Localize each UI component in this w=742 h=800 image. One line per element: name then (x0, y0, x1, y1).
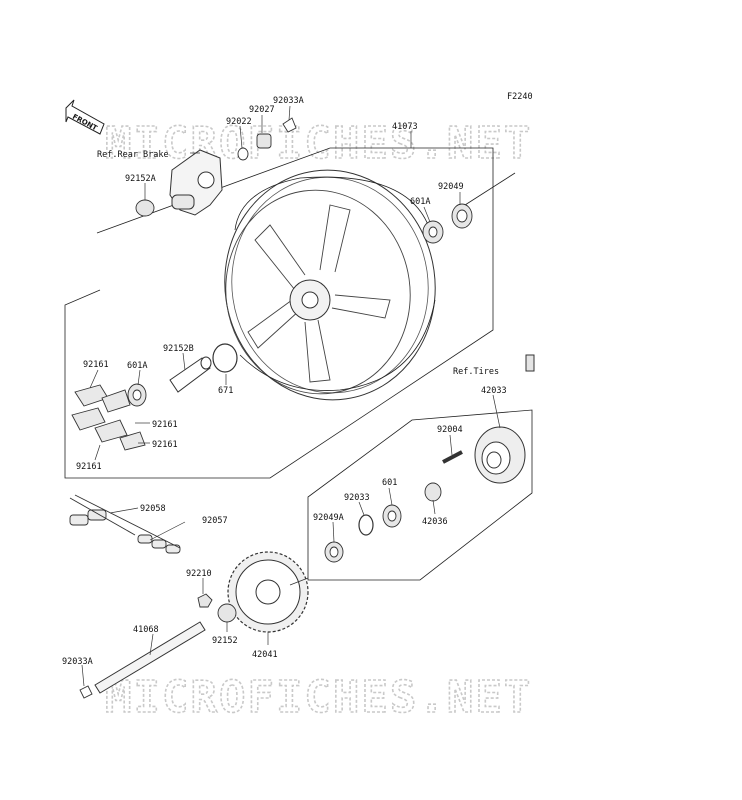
rear-wheel (224, 169, 436, 401)
label-92049: 92049 (438, 182, 464, 192)
label-92022: 92022 (226, 117, 252, 127)
label-92033: 92033 (344, 493, 370, 503)
part-42033-hub-flange (474, 426, 526, 484)
part-671-oring (212, 343, 238, 373)
label-42036: 42036 (422, 517, 448, 527)
watermark-top: MICROFICHES.NET (105, 118, 532, 169)
part-42041-sprocket (227, 551, 309, 633)
label-41073: 41073 (392, 122, 418, 132)
part-92033-circlip (358, 514, 374, 536)
label-601: 601 (382, 478, 397, 488)
label-92152A: 92152A (125, 174, 156, 184)
part-92152B-collar (169, 356, 212, 393)
part-92022-oring (237, 147, 249, 161)
part-92152-collar (217, 603, 237, 623)
caliper-bracket (169, 149, 223, 216)
part-92152A-collar (135, 199, 155, 217)
label-92161-d: 92161 (76, 462, 102, 472)
label-92152B: 92152B (163, 344, 194, 354)
leader-lines (81, 105, 501, 687)
part-92033A-clip-bottom (79, 685, 93, 699)
part-92210-nut (197, 593, 213, 608)
label-92152: 92152 (212, 636, 238, 646)
ref-rear-brake: Ref.Rear Brake (97, 150, 169, 160)
part-41068-axle (94, 621, 206, 694)
part-92004-stud (442, 450, 463, 464)
wheel-assembly-frame (64, 147, 516, 479)
label-601A-top: 601A (410, 197, 430, 207)
label-671: 671 (218, 386, 233, 396)
label-92161-a: 92161 (83, 360, 109, 370)
front-arrow-icon: FRONT (65, 99, 105, 135)
part-42036-collar (424, 482, 442, 502)
label-92004: 92004 (437, 425, 463, 435)
label-92027: 92027 (249, 105, 275, 115)
hub-assembly-frame (307, 409, 533, 581)
label-92161-b: 92161 (152, 420, 178, 430)
label-92210: 92210 (186, 569, 212, 579)
label-92058: 92058 (140, 504, 166, 514)
tire-valve-icon (525, 354, 535, 372)
ref-tires: Ref.Tires (453, 367, 499, 377)
label-92049A: 92049A (313, 513, 344, 523)
damper-rubbers (71, 384, 146, 451)
label-92057: 92057 (202, 516, 228, 526)
part-92057-chain (69, 494, 181, 554)
figure-code: F2240 (507, 92, 533, 102)
label-92161-c: 92161 (152, 440, 178, 450)
label-92033A-top: 92033A (273, 96, 304, 106)
label-92033A-bottom: 92033A (62, 657, 93, 667)
watermark-bottom: MICROFICHES.NET (105, 672, 532, 723)
label-42033: 42033 (481, 386, 507, 396)
label-601A-mid: 601A (127, 361, 147, 371)
label-41068: 41068 (133, 625, 159, 635)
part-92027-collar (256, 133, 272, 149)
label-42041: 42041 (252, 650, 278, 660)
